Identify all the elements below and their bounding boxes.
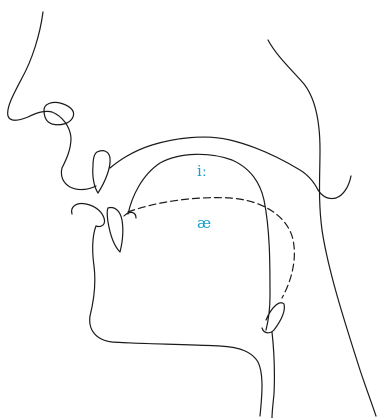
vowel-label-ae: æ	[197, 216, 211, 231]
larynx-outline	[272, 332, 274, 418]
nostril-outline	[44, 102, 74, 124]
vowel-label-i: iː	[197, 164, 207, 179]
tongue-high-front-outline	[128, 154, 270, 330]
tongue-tip-outline	[124, 212, 136, 218]
velum-outline	[318, 176, 351, 199]
lower-lip-outline	[72, 204, 105, 227]
face-profile-outline	[8, 12, 96, 190]
epiglottis-outline	[262, 303, 284, 333]
jaw-outline	[90, 226, 262, 416]
pharynx-wall-outline	[268, 40, 376, 416]
lower-incisor-outline	[107, 208, 123, 253]
upper-incisor-outline	[93, 151, 110, 193]
